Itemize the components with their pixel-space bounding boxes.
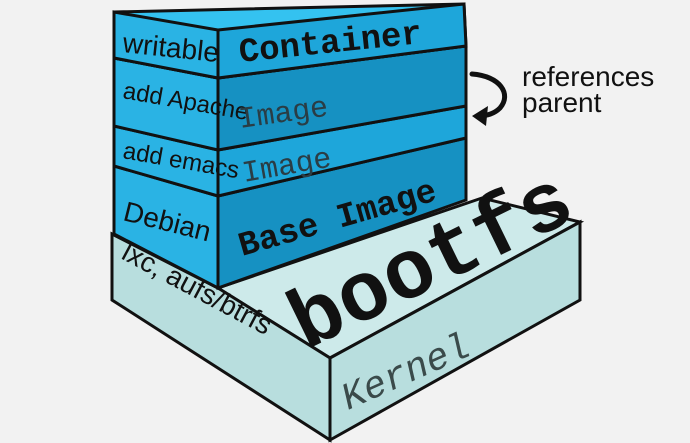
curved-arrow-icon (469, 71, 508, 119)
annotation-line2: parent (522, 87, 602, 118)
apache-image-layer: add Apache Image (112, 44, 468, 152)
container-layer: writable Container (112, 2, 468, 80)
references-annotation: references parent (469, 61, 654, 126)
annotation-line1: references (522, 61, 654, 92)
arrowhead-icon (472, 106, 488, 126)
container-front-face (216, 2, 468, 80)
